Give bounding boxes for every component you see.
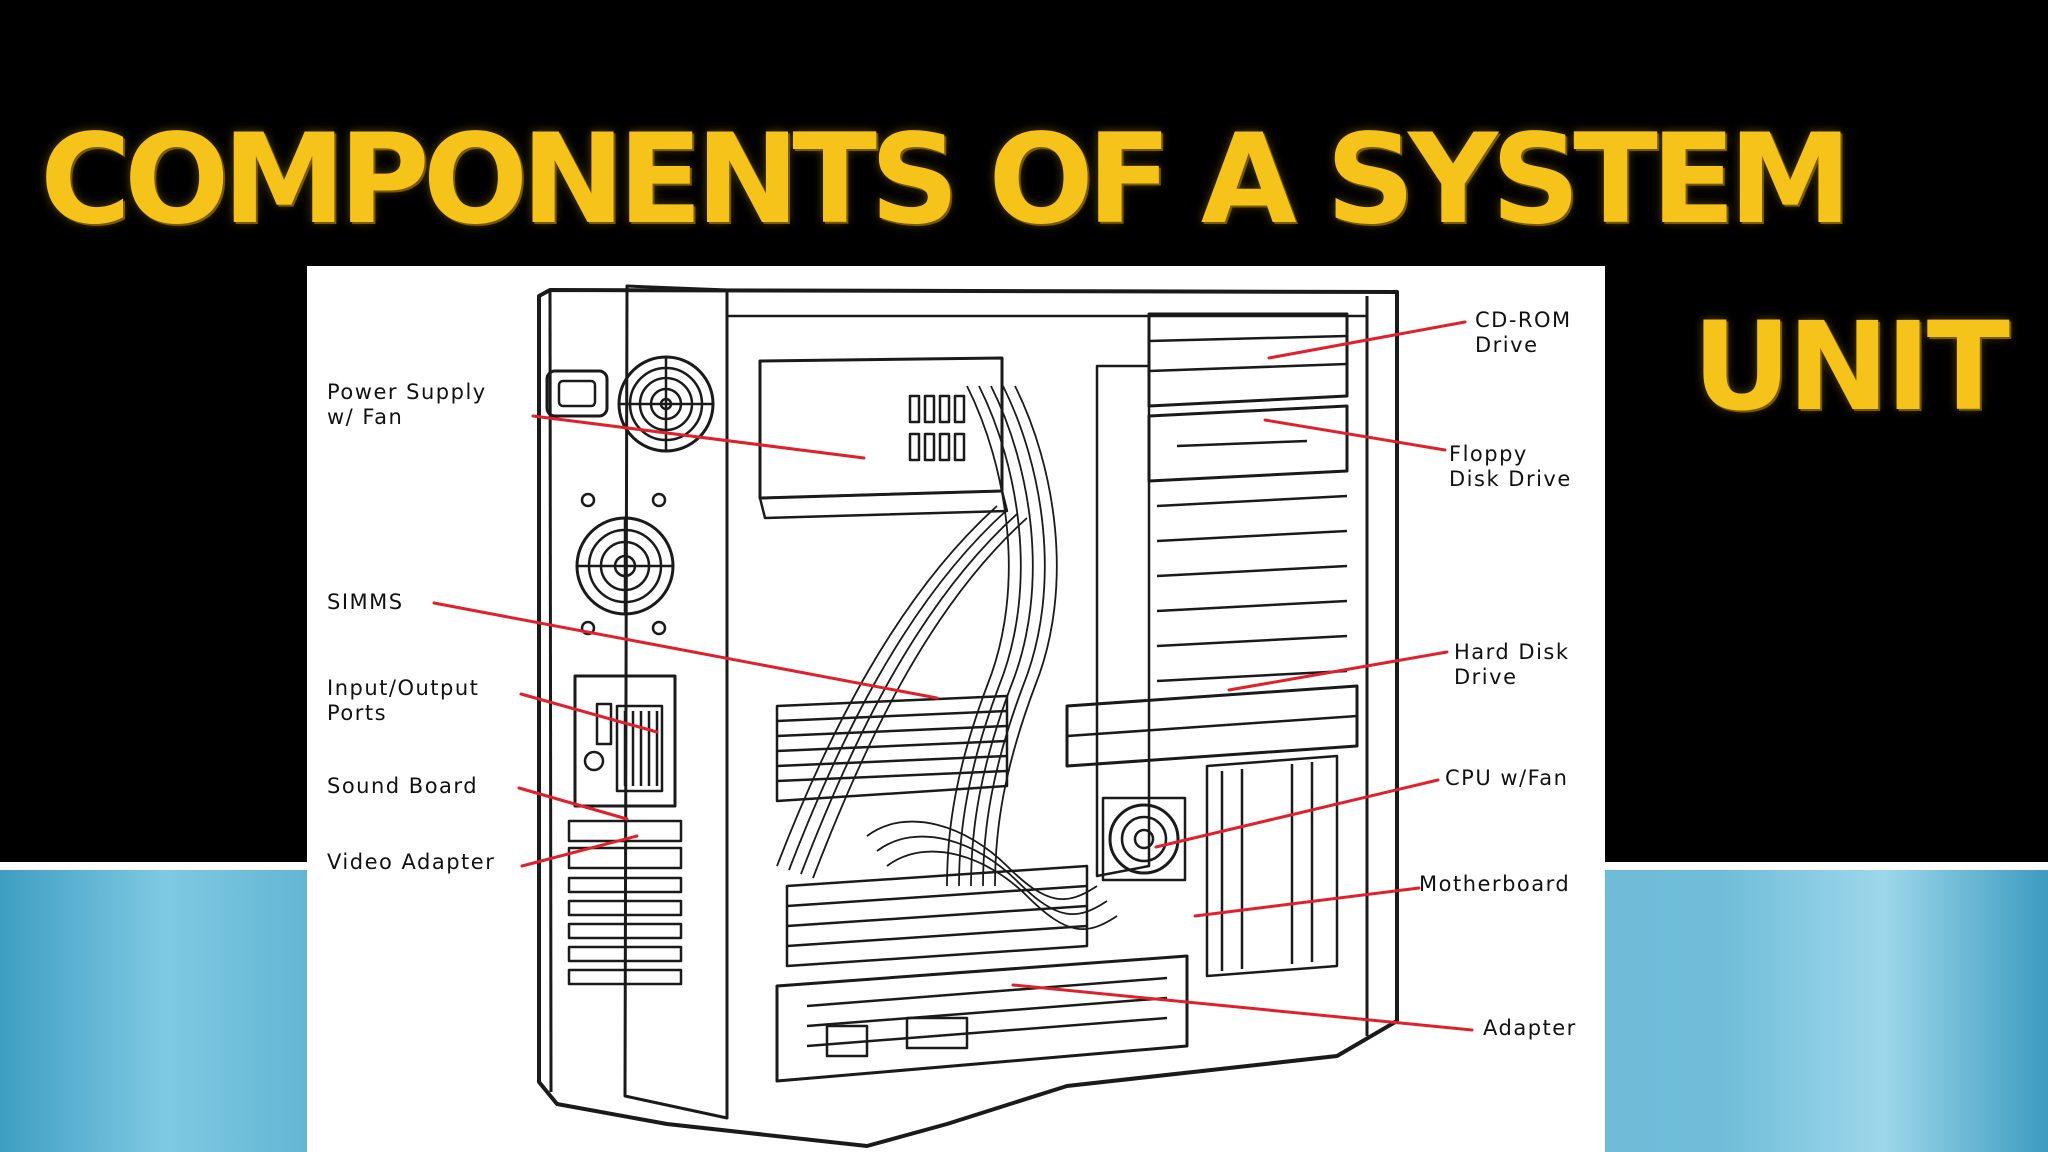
ribbon-cables [776, 385, 1118, 930]
callout-cpu-line-1: CPU w/Fan [1445, 766, 1569, 790]
callout-hard-disk-line-1: Hard Disk [1454, 640, 1570, 664]
callout-motherboard-line-1: Motherboard [1419, 872, 1571, 896]
callout-cd-rom-line-2: Drive [1475, 333, 1539, 357]
leader-cd-rom [1267, 320, 1467, 360]
power-supply-unit [758, 356, 1009, 520]
cpu-fan-icon [1101, 796, 1187, 882]
system-unit-illustration [432, 284, 1474, 1148]
leader-io-ports [519, 692, 659, 734]
callout-motherboard: Motherboard [1419, 872, 1570, 897]
callout-adapter: Adapter [1483, 1016, 1577, 1041]
callout-power-supply-line-2: w/ Fan [327, 405, 404, 429]
slide-title-line-2: UNIT [1692, 296, 2010, 438]
case-fan-icon [575, 492, 675, 636]
callout-cpu: CPU w/Fan [1445, 766, 1568, 791]
simm-modules [775, 694, 1009, 803]
callout-video-adapter-line-1: Video Adapter [327, 850, 496, 874]
callout-sound-board: Sound Board [327, 774, 478, 799]
leader-video-adapter [520, 834, 639, 868]
callout-hard-disk: Hard Disk Drive [1454, 640, 1570, 690]
callout-hard-disk-line-2: Drive [1454, 665, 1518, 689]
leader-power-supply [531, 414, 866, 460]
adapter-card [775, 954, 1189, 1083]
callout-simms-line-1: SIMMS [327, 590, 404, 614]
power-supply-fan-icon [545, 355, 715, 453]
callout-floppy-line-1: Floppy [1449, 442, 1528, 466]
callout-power-supply-line-1: Power Supply [327, 380, 487, 404]
leader-motherboard [1193, 886, 1421, 918]
callout-adapter-line-1: Adapter [1483, 1016, 1577, 1040]
drive-bays [1065, 312, 1359, 878]
leader-floppy [1263, 418, 1447, 452]
callout-video-adapter: Video Adapter [327, 850, 495, 875]
leader-hard-disk [1227, 650, 1449, 692]
leader-sound-board [517, 786, 629, 821]
callout-simms: SIMMS [327, 590, 404, 615]
callout-power-supply: Power Supply w/ Fan [327, 380, 487, 430]
leader-simms [432, 601, 939, 700]
callout-cd-rom-line-1: CD-ROM [1475, 308, 1572, 332]
expansion-slots [785, 754, 1339, 978]
leader-adapter [1011, 983, 1474, 1032]
callout-leader-lines [432, 320, 1474, 1032]
leader-cpu [1154, 778, 1440, 849]
io-panel [567, 674, 683, 986]
callout-floppy-line-2: Disk Drive [1449, 467, 1572, 491]
callout-floppy: Floppy Disk Drive [1449, 442, 1572, 492]
callout-io-ports: Input/Output Ports [327, 676, 479, 726]
callout-sound-board-line-1: Sound Board [327, 774, 479, 798]
callout-cd-rom: CD-ROM Drive [1475, 308, 1572, 358]
system-unit-diagram: Power Supply w/ Fan SIMMS Input/Output P… [307, 266, 1605, 1152]
callout-io-ports-line-2: Ports [327, 701, 388, 725]
slide-title-line-1: COMPONENTS OF A SYSTEM [40, 108, 1852, 252]
case-outline [537, 284, 1399, 1148]
callout-io-ports-line-1: Input/Output [327, 676, 480, 700]
